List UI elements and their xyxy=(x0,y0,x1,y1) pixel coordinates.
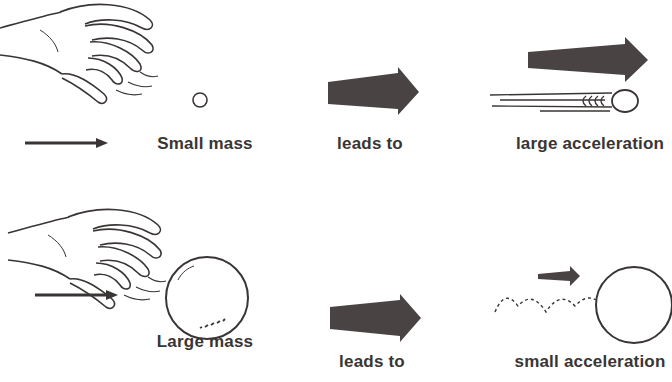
caption-label: leads to xyxy=(337,134,403,154)
large-ball xyxy=(166,257,248,339)
small-ball xyxy=(193,93,207,107)
leads-to-arrow xyxy=(328,67,419,115)
hand-illustration xyxy=(8,209,166,308)
caption-label: Small mass xyxy=(157,134,253,154)
large-ball xyxy=(596,267,672,343)
acceleration-arrow xyxy=(538,266,580,286)
caption-label: leads to xyxy=(339,352,405,372)
caption-label: Large mass xyxy=(157,332,254,352)
small-ball xyxy=(612,90,638,112)
push-arrow xyxy=(25,138,108,148)
acceleration-arrow xyxy=(528,37,648,82)
leads-to-arrow xyxy=(330,294,421,342)
push-arrow xyxy=(35,290,118,300)
bounce-trail xyxy=(495,298,596,312)
speed-lines xyxy=(490,93,612,111)
hand-illustration xyxy=(0,4,158,103)
caption-label: large acceleration xyxy=(516,134,664,154)
caption-label: small acceleration xyxy=(514,352,665,372)
